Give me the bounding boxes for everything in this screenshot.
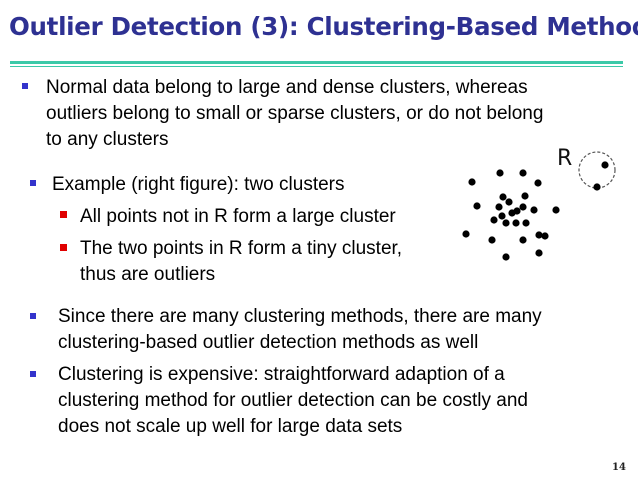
bullet-marker-icon	[30, 180, 36, 186]
bullet-1-line-2: outliers belong to small or sparse clust…	[46, 103, 544, 124]
title-divider-thick	[10, 61, 623, 64]
sub-bullet-2-line-2: thus are outliers	[80, 264, 216, 285]
sub-bullet-1: All points not in R form a large cluster	[80, 204, 396, 230]
bullet-2: Example (right figure): two clusters	[52, 172, 345, 198]
bullet-4-line-2: clustering method for outlier detection …	[58, 390, 528, 411]
bullet-4-line-3: does not scale up well for large data se…	[58, 416, 403, 437]
bullet-4: Clustering is expensive: straightforward…	[58, 362, 528, 440]
slide-title: Outlier Detection (3): Clustering-Based …	[9, 12, 638, 41]
bullet-3-line-1: Since there are many clustering methods,…	[58, 306, 542, 327]
bullet-3-line-2: clustering-based outlier detection metho…	[58, 332, 479, 353]
bullet-2-line-1: Example (right figure): two clusters	[52, 174, 345, 195]
bullet-marker-icon	[30, 313, 36, 319]
title-divider-thin	[10, 66, 623, 67]
bullet-1-line-3: to any clusters	[46, 129, 169, 150]
bullet-1: Normal data belong to large and dense cl…	[46, 75, 543, 153]
sub-bullet-1-line-1: All points not in R form a large cluster	[80, 206, 396, 227]
region-r-label: R	[557, 146, 573, 171]
bullet-4-line-1: Clustering is expensive: straightforward…	[58, 364, 505, 385]
sub-bullet-marker-icon	[60, 211, 67, 218]
cluster-figure	[440, 140, 638, 270]
outlier-points	[593, 161, 609, 191]
page-number: 14	[612, 462, 626, 473]
sub-bullet-2-line-1: The two points in R form a tiny cluster,	[80, 238, 403, 259]
scatter-plot	[462, 151, 616, 261]
sub-bullet-marker-icon	[60, 244, 67, 251]
bullet-marker-icon	[22, 83, 28, 89]
sub-bullet-2: The two points in R form a tiny cluster,…	[80, 236, 402, 288]
outlier-region-circle	[578, 151, 616, 189]
bullet-marker-icon	[30, 371, 36, 377]
bullet-1-line-1: Normal data belong to large and dense cl…	[46, 77, 528, 98]
bullet-3: Since there are many clustering methods,…	[58, 304, 542, 356]
